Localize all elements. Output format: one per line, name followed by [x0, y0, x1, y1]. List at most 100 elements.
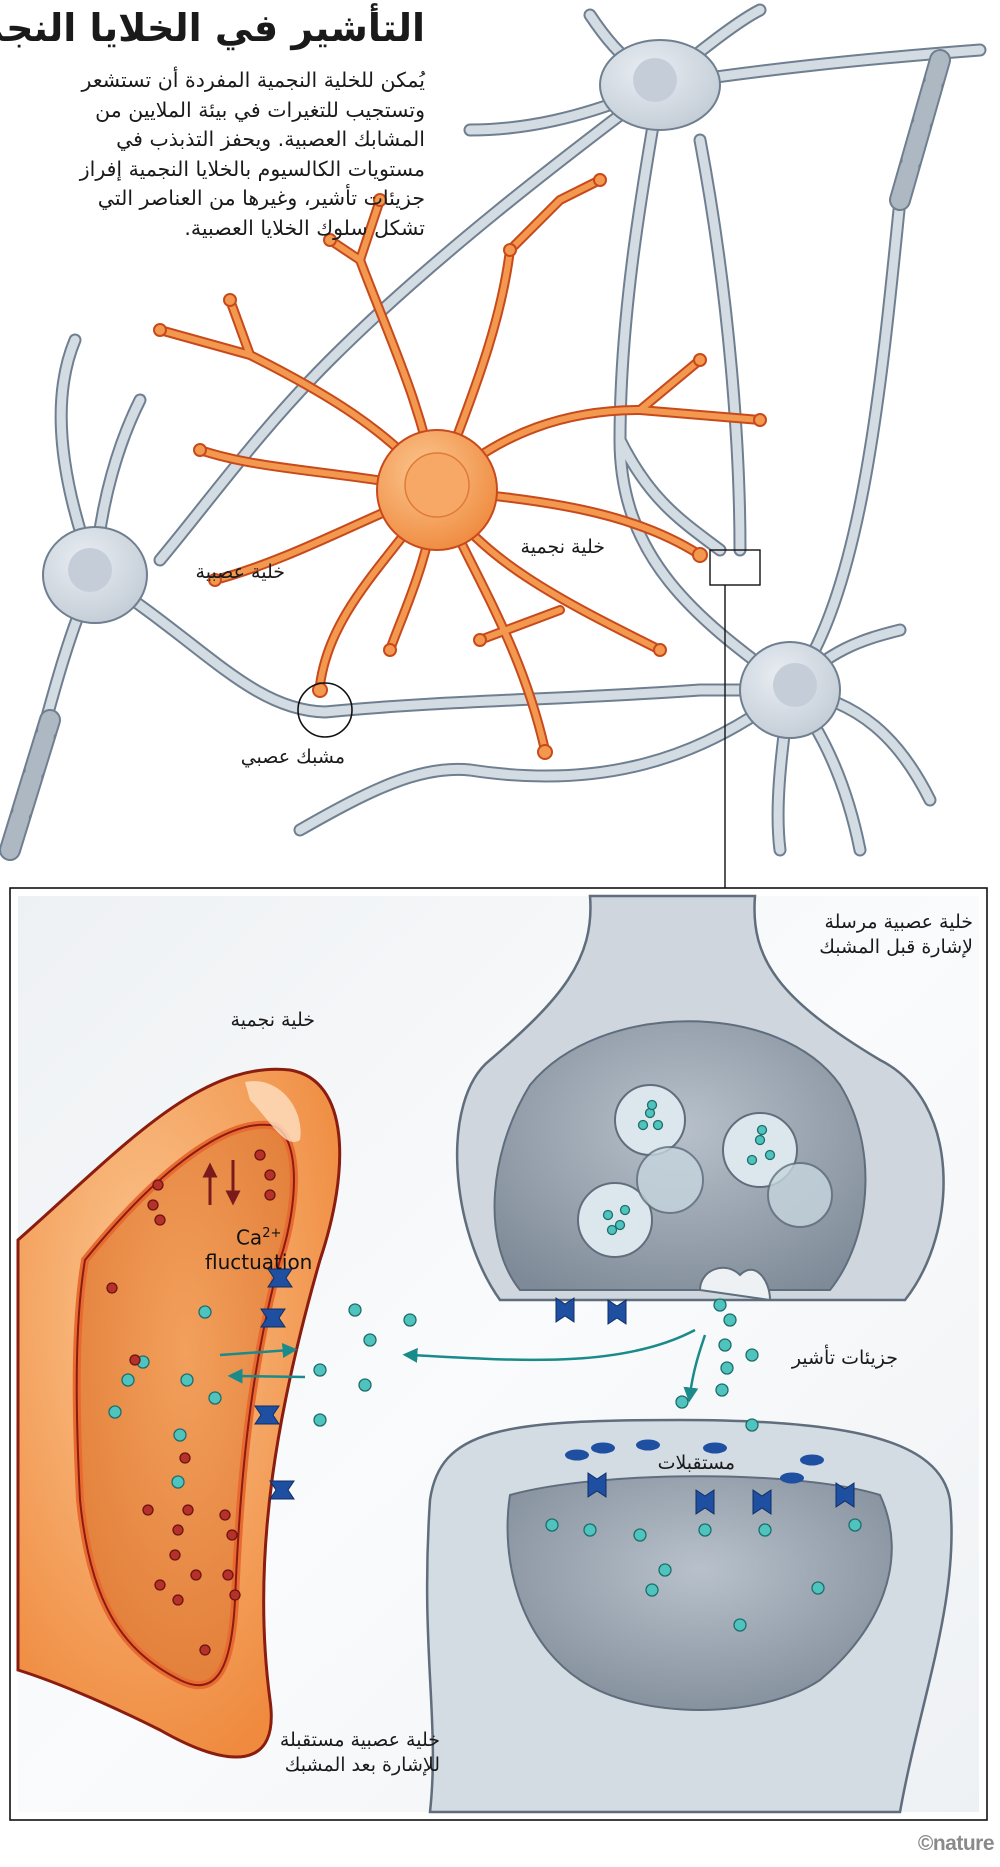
signal-molecules	[108, 1099, 862, 1632]
signal-molecule	[675, 1395, 689, 1409]
signal-molecule	[606, 1224, 618, 1236]
calcium-ion	[152, 1179, 164, 1191]
signal-molecule	[583, 1523, 597, 1537]
intro-line: وتستجيب للتغيرات في بيئة الملايين من	[95, 97, 425, 122]
signal-molecule	[180, 1373, 194, 1387]
signal-molecule	[723, 1313, 737, 1327]
zoom-region-marker	[709, 549, 761, 586]
calcium-ion	[154, 1579, 166, 1591]
receptor-channel	[555, 1297, 575, 1323]
calcium-ion	[264, 1189, 276, 1201]
intro-line: جزيئات تأشير، وغيرها من العناصر التي	[97, 186, 425, 210]
signal-molecule	[313, 1363, 327, 1377]
synapse-highlight-circle	[297, 682, 353, 738]
page-title: التأشير في الخلايا النجمية	[0, 6, 425, 50]
membrane-receptor	[565, 1449, 589, 1461]
presynaptic-label: خلية عصبية مرسلة لإشارة قبل المشبك	[819, 910, 973, 960]
astrocyte-soma	[376, 429, 498, 551]
neuron-label: خلية عصبية	[195, 561, 285, 583]
signal-molecule	[764, 1149, 776, 1161]
signal-molecule	[208, 1391, 222, 1405]
calcium-ion	[172, 1594, 184, 1606]
signal-molecule	[108, 1405, 122, 1419]
calcium-ion-text: Ca	[235, 1225, 263, 1250]
postsynaptic-label-line: خلية عصبية مستقبلة	[279, 1729, 440, 1751]
ca-fluctuation-arrows	[202, 1160, 241, 1206]
signal-molecule	[713, 1298, 727, 1312]
intro-line: يُمكن للخلية النجمية المفردة أن تستشعر	[81, 68, 425, 92]
membrane-receptor	[780, 1472, 804, 1484]
intro-line: مستويات الكالسيوم بالخلايا النجمية إفراز	[79, 156, 425, 181]
nature-credit: ©nature	[917, 1832, 995, 1855]
signal-molecule	[811, 1581, 825, 1595]
receptors	[254, 1268, 855, 1515]
neuron-somas	[42, 39, 841, 739]
receptor-channel	[695, 1489, 715, 1515]
calcium-ion	[222, 1569, 234, 1581]
signal-molecule	[637, 1119, 649, 1131]
intro-line: تشكل سلوك الخلايا العصبية.	[184, 215, 425, 240]
signalling-molecules-label: جزيئات تأشير	[791, 1347, 898, 1369]
signal-molecule	[358, 1378, 372, 1392]
signal-molecule	[658, 1563, 672, 1577]
membrane-receptor	[800, 1454, 824, 1466]
signal-molecule	[121, 1373, 135, 1387]
signal-molecule	[545, 1518, 559, 1532]
presynaptic-terminal	[455, 894, 945, 1302]
signal-molecule	[614, 1219, 626, 1231]
receptor-channel	[587, 1472, 607, 1498]
membrane-receptor	[703, 1442, 727, 1454]
membrane-receptor	[636, 1439, 660, 1451]
intro-line: المشابك العصبية. ويحفز التذبذب في	[116, 127, 425, 151]
signal-molecule	[733, 1618, 747, 1632]
signal-molecule	[720, 1361, 734, 1375]
postsynaptic-terminal	[425, 1418, 953, 1814]
signal-molecule	[646, 1099, 658, 1111]
signal-molecule	[715, 1383, 729, 1397]
calcium-ions	[106, 1149, 276, 1656]
signal-molecule	[745, 1348, 759, 1362]
signal-molecule	[718, 1338, 732, 1352]
signal-molecule	[758, 1523, 772, 1537]
astrocyte-label: خلية نجمية	[520, 536, 605, 558]
receptors-label: مستقبلات	[657, 1452, 735, 1474]
signal-molecule	[198, 1305, 212, 1319]
calcium-ion	[172, 1524, 184, 1536]
presynaptic-label-line: لإشارة قبل المشبك	[819, 936, 973, 958]
signal-molecule	[745, 1418, 759, 1432]
signal-molecule	[633, 1528, 647, 1542]
signal-molecule	[645, 1583, 659, 1597]
calcium-ion	[229, 1589, 241, 1601]
calcium-charge-text: 2+	[262, 1226, 282, 1241]
signal-molecule	[619, 1204, 631, 1216]
ca-fluctuation-label: Ca2+ fluctuation	[205, 1222, 312, 1274]
presynaptic-label-line: خلية عصبية مرسلة	[824, 911, 973, 933]
intro-paragraph: يُمكن للخلية النجمية المفردة أن تستشعر و…	[80, 66, 425, 243]
calcium-ion	[142, 1504, 154, 1516]
signal-molecule	[173, 1428, 187, 1442]
receptor-channel	[254, 1405, 280, 1425]
synapse-label: مشبك عصبي	[240, 746, 345, 768]
calcium-ion	[154, 1214, 166, 1226]
signal-molecule	[363, 1333, 377, 1347]
astrocyte-detail-label: خلية نجمية	[230, 1009, 315, 1031]
fluctuation-text: fluctuation	[205, 1249, 313, 1274]
signal-arrows	[219, 1328, 707, 1403]
calcium-ion	[129, 1354, 141, 1366]
signal-molecule	[652, 1119, 664, 1131]
signal-molecule	[403, 1313, 417, 1327]
calcium-ion	[106, 1282, 118, 1294]
calcium-ion	[147, 1199, 159, 1211]
calcium-ion	[226, 1529, 238, 1541]
receptor-channel	[260, 1308, 286, 1328]
signal-molecule	[756, 1124, 768, 1136]
signal-molecule	[746, 1154, 758, 1166]
calcium-ion	[199, 1644, 211, 1656]
receptor-channel	[607, 1299, 627, 1325]
calcium-ion	[190, 1569, 202, 1581]
calcium-ion	[219, 1509, 231, 1521]
signal-molecule	[602, 1209, 614, 1221]
receptor-channel	[269, 1480, 295, 1500]
signal-molecule	[313, 1413, 327, 1427]
